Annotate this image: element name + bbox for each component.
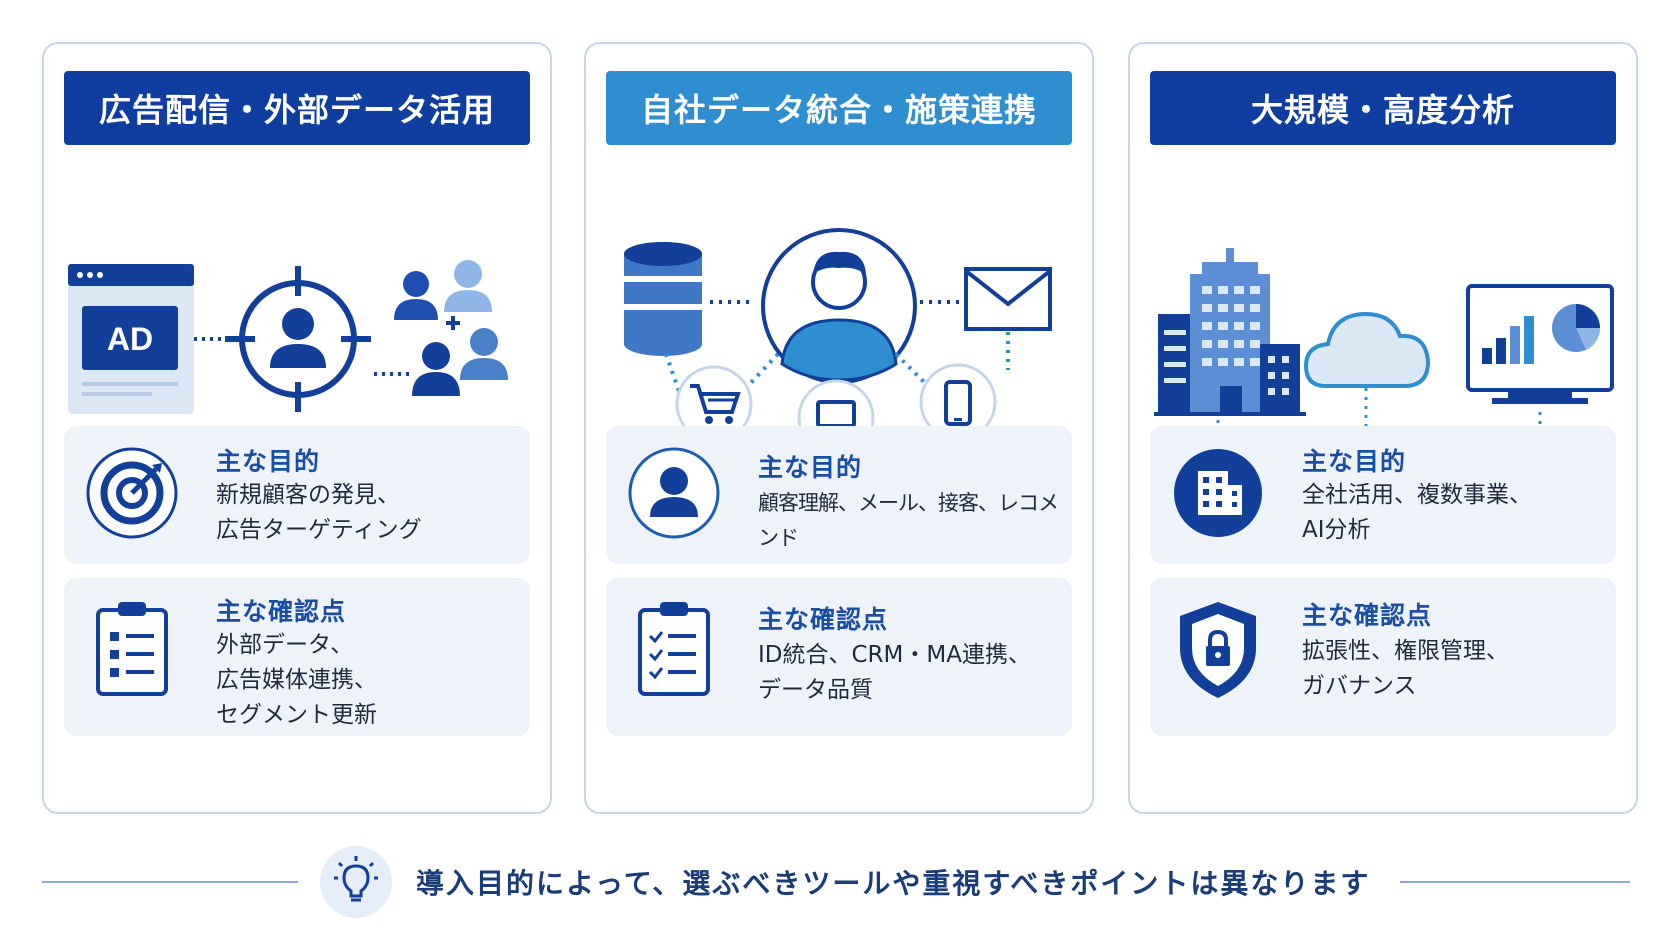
customer-person-icon: [761, 228, 917, 384]
panel-header: 自社データ統合・施策連携: [606, 71, 1072, 145]
checks-body: 拡張性、権限管理、 ガバナンス: [1302, 638, 1509, 699]
person-icon: [628, 447, 720, 539]
purpose-card: 主な目的 新規顧客の発見、 広告ターゲティング: [64, 426, 530, 564]
checks-card: 主な確認点 外部データ、 広告媒体連携、 セグメント更新: [64, 578, 530, 736]
audience-group-icon: [394, 260, 508, 396]
analytics-monitor-icon: [1466, 284, 1614, 404]
office-buildings-icon: [1154, 248, 1306, 416]
checklist-icon: [638, 602, 710, 696]
panel-large-scale-analytics: 大規模・高度分析: [1128, 42, 1638, 814]
purpose-card: 主な目的 顧客理解、メール、接客、レコメンド: [606, 426, 1072, 564]
lightbulb-icon: [334, 856, 378, 902]
ad-browser-icon: AD: [68, 264, 194, 414]
shield-lock-icon: [1180, 602, 1256, 698]
checks-body: 外部データ、 広告媒体連携、 セグメント更新: [216, 632, 377, 728]
panel-header: 広告配信・外部データ活用: [64, 71, 530, 145]
checks-card: 主な確認点 ID統合、CRM・MA連携、 データ品質: [606, 578, 1072, 736]
footer-message: 導入目的によって、選ぶべきツールや重視すべきポイントは異なります: [416, 867, 1371, 900]
cloud-icon: [1303, 311, 1431, 388]
ad-label: AD: [107, 321, 153, 357]
footer-divider-left: [42, 881, 298, 883]
checks-card: 主な確認点 拡張性、権限管理、 ガバナンス: [1150, 578, 1616, 736]
data-integration-illustration: [624, 228, 1052, 457]
panel-ad-external-data: 広告配信・外部データ活用 AD: [42, 42, 552, 814]
checks-title: 主な確認点: [758, 605, 889, 634]
purpose-body: 新規顧客の発見、 広告ターゲティング: [216, 482, 422, 543]
clipboard-icon: [96, 602, 168, 696]
panel-header: 大規模・高度分析: [1150, 71, 1616, 145]
purpose-card: 主な目的 全社活用、複数事業、 AI分析: [1150, 426, 1616, 564]
purpose-title: 主な目的: [758, 453, 863, 482]
purpose-body: 顧客理解、メール、接客、レコメンド: [758, 491, 1059, 550]
smartphone-icon: [919, 363, 997, 441]
ad-targeting-illustration: AD: [68, 260, 508, 414]
checks-title: 主な確認点: [1302, 601, 1433, 630]
purpose-title: 主な目的: [1302, 447, 1407, 476]
panel-inhouse-data-integration: 自社データ統合・施策連携: [584, 42, 1094, 814]
analytics-illustration: [1154, 248, 1614, 434]
footer-divider-right: [1400, 881, 1630, 883]
crosshair-person-icon: [225, 266, 371, 412]
checks-body: ID統合、CRM・MA連携、 データ品質: [758, 642, 1031, 703]
checks-title: 主な確認点: [216, 597, 347, 626]
purpose-body: 全社活用、複数事業、 AI分析: [1302, 482, 1532, 543]
target-icon: [86, 447, 178, 539]
shopping-cart-icon: [675, 365, 753, 443]
footer-bulb-badge: [320, 846, 392, 918]
building-icon: [1174, 449, 1262, 537]
purpose-title: 主な目的: [216, 447, 321, 476]
database-icon: [624, 242, 702, 356]
email-icon: [964, 267, 1052, 331]
